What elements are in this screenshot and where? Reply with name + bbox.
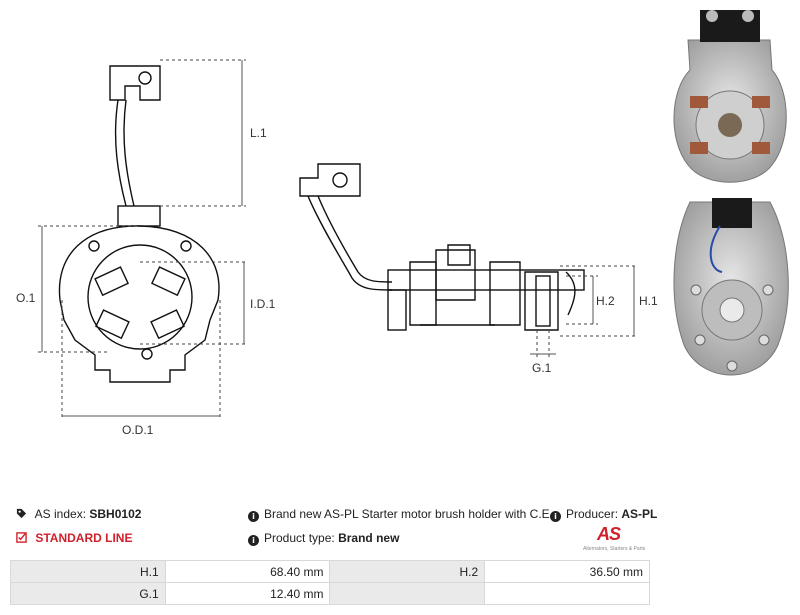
side-view: H.1 H.2 G.1	[299, 163, 658, 375]
dim-label-o1: O.1	[16, 291, 36, 305]
info-icon: i	[248, 511, 259, 522]
product-type-label: Product type:	[264, 531, 335, 545]
producer-label: Producer:	[566, 507, 619, 521]
as-index-row: AS index: SBH0102	[16, 507, 141, 521]
product-type-row: i Product type: Brand new	[248, 531, 399, 546]
photo-back	[673, 198, 789, 376]
dim-label-od1: O.D.1	[122, 423, 154, 437]
producer-value: AS-PL	[621, 507, 658, 521]
spec-key: H.1	[10, 560, 166, 583]
logo-mark: AS	[597, 524, 621, 544]
table-row: G.1 12.40 mm	[10, 582, 650, 605]
producer-row: i Producer: AS-PL	[550, 507, 660, 522]
front-view: L.1 O.1 I.D.1 O.D.1	[16, 59, 276, 437]
logo-tagline: Alternators, Starters & Parts	[583, 546, 646, 552]
standard-line-label: STANDARD LINE	[35, 531, 133, 545]
spec-value: 12.40 mm	[164, 582, 331, 605]
tag-icon	[16, 508, 27, 519]
as-pl-logo: AS Alternators, Starters & Parts	[583, 524, 653, 554]
product-photos	[673, 10, 789, 376]
dim-label-g1: G.1	[532, 361, 552, 375]
photo-front	[673, 10, 787, 183]
dim-label-l1: L.1	[250, 126, 267, 140]
technical-drawing: L.1 O.1 I.D.1 O.D.1	[16, 59, 658, 437]
info-icon: i	[248, 535, 259, 546]
standard-line-row: STANDARD LINE	[16, 531, 132, 545]
dim-label-h1: H.1	[639, 294, 658, 308]
specs-table: H.1 68.40 mm H.2 36.50 mm G.1 12.40 mm	[10, 560, 650, 605]
spec-value: 68.40 mm	[164, 560, 331, 583]
spec-key: H.2	[329, 560, 486, 583]
table-row: H.1 68.40 mm H.2 36.50 mm	[10, 560, 650, 583]
dim-label-id1: I.D.1	[250, 297, 276, 311]
spec-value	[484, 582, 650, 605]
info-icon: i	[550, 511, 561, 522]
description-text: Brand new AS-PL Starter motor brush hold…	[264, 507, 596, 521]
check-square-icon	[16, 532, 27, 543]
spec-key	[329, 582, 486, 605]
dim-label-h2: H.2	[596, 294, 615, 308]
spec-key: G.1	[10, 582, 166, 605]
spec-value: 36.50 mm	[484, 560, 650, 583]
product-type-value: Brand new	[338, 531, 400, 545]
as-index-value: SBH0102	[89, 507, 142, 521]
as-index-label: AS index:	[34, 507, 87, 521]
